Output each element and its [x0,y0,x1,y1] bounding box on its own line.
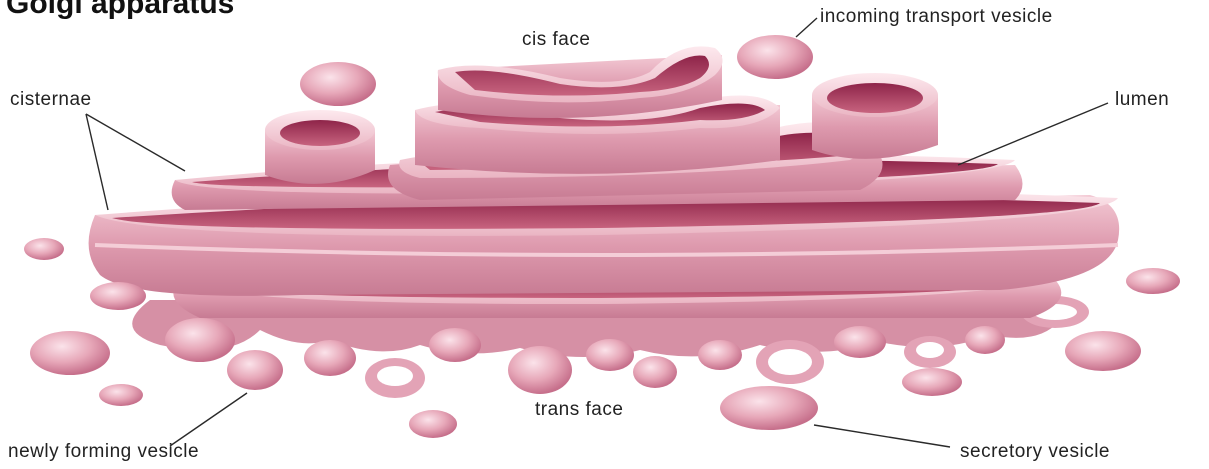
leader-lumen [958,103,1108,165]
leader-newly-forming [170,393,247,446]
tubule-left [265,110,375,184]
label-lumen: lumen [1115,89,1169,111]
label-cisternae: cisternae [10,89,92,111]
leader-secretory [814,425,950,447]
label-cis-face: cis face [522,29,590,51]
label-secretory-vesicle: secretory vesicle [960,441,1110,463]
leader-cisternae-1 [86,114,185,171]
tubule-right [812,73,938,159]
leader-cisternae-2 [86,114,108,210]
diagram-title: Golgi apparatus [6,0,234,21]
label-trans-face: trans face [535,399,623,421]
label-incoming-transport-vesicle: incoming transport vesicle [820,6,1053,28]
cisterna-1 [438,46,723,118]
leader-incoming-vesicle [796,18,817,37]
label-newly-forming-vesicle: newly forming vesicle [8,441,199,463]
